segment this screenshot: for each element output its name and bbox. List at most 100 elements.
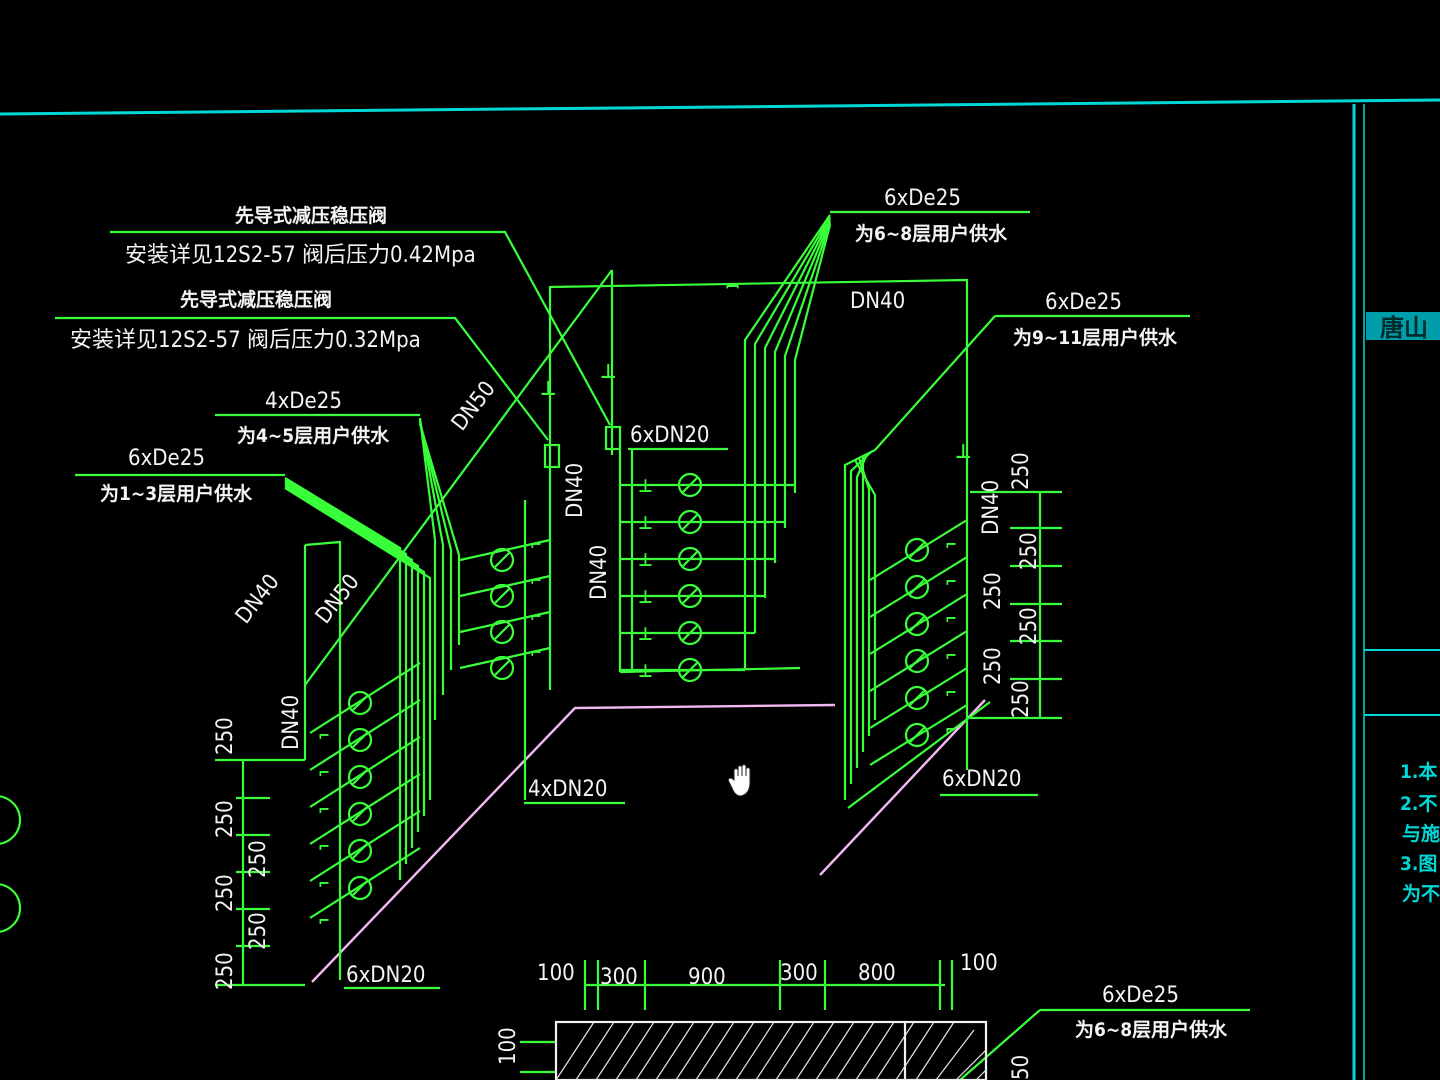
dim-800: 800 (858, 961, 896, 986)
hatch-line (795, 1021, 835, 1080)
gate-valve-icon: ⊥ (638, 624, 653, 645)
hatch-line (555, 1021, 595, 1080)
meter-slash (352, 695, 368, 711)
dim-250: 250 (1009, 452, 1034, 490)
gate-valve-icon: ⌐ (945, 720, 957, 739)
pipe-bundle-4-5 (418, 417, 461, 720)
gate-valve-icon: ⊥ (638, 587, 653, 608)
supply-pipe (284, 479, 408, 864)
pipe-dn50-diag: DN50 (447, 377, 501, 436)
gate-valve-icon: ⌐ (318, 726, 330, 745)
gate-valve-icon: ⌐ (945, 535, 957, 554)
valve-title-2: 先导式减压稳压阀 (180, 288, 332, 311)
supply-bottom-size: 6xDe25 (1102, 983, 1179, 1008)
pipe-dn40-top: DN40 (850, 289, 905, 314)
hatch-line (635, 1021, 675, 1080)
meter-slash (682, 588, 698, 604)
meter-slash (494, 588, 510, 604)
water-meter-icon (677, 583, 703, 609)
gate-valve-icon: ⌐ (530, 535, 542, 554)
supply-678-size: 6xDe25 (884, 186, 961, 211)
meter-slash (909, 653, 925, 669)
hatch-line (615, 1021, 655, 1080)
side-note-1: 1.本 (1400, 760, 1437, 783)
gate-valve-icon: ⌐ (945, 572, 957, 591)
water-meter-icon (347, 838, 373, 864)
supply-pipe (284, 483, 420, 832)
valve-icon (604, 425, 622, 451)
hatch-line (655, 1021, 695, 1080)
meter-slash (909, 579, 925, 595)
meter-6dn20-top: 6xDN20 (630, 423, 710, 448)
supply-45-desc: 为4~5层用户供水 (237, 424, 390, 447)
hatch-line (935, 1029, 975, 1080)
meter-group-right: ⌐⌐⌐⌐⌐⌐ (869, 519, 968, 766)
meter-slash (909, 727, 925, 743)
hatch-line (715, 1021, 755, 1080)
dim-50: 50 (1009, 1055, 1034, 1080)
water-meter-icon (904, 648, 930, 674)
supply-45-size: 4xDe25 (265, 389, 342, 414)
gate-valve-icon: ⌐ (530, 643, 542, 662)
water-meter-icon (347, 727, 373, 753)
hatch-line (875, 1021, 915, 1080)
gate-valve-icon: ⊥ (638, 513, 653, 534)
meter-slash (494, 624, 510, 640)
supply-bottom-desc: 为6~8层用户供水 (1075, 1018, 1228, 1041)
meter-slash (909, 690, 925, 706)
dimension-left (215, 758, 305, 987)
meter-group-mid: ⌐⌐⌐⌐ (459, 455, 552, 800)
dim-100v: 100 (496, 1027, 521, 1065)
supply-pipe (763, 218, 831, 598)
supply-9to11-desc: 为9~11层用户供水 (1013, 326, 1178, 349)
valve-detail-1: 安装详见12S2-57 阀后压力0.42Mpa (125, 243, 476, 268)
supply-pipe (284, 485, 426, 816)
water-meter-icon (904, 685, 930, 711)
main-pipe-network (55, 210, 1250, 1080)
supply-123-size: 6xDe25 (128, 446, 205, 471)
water-meter-icon (904, 722, 930, 748)
side-note-3: 3.图 (1400, 853, 1437, 875)
supply-pipe (857, 457, 871, 736)
supply-pipe (773, 220, 832, 563)
supply-123-desc: 为1~3层用户供水 (100, 482, 253, 505)
meter-slash (352, 769, 368, 785)
dim-250: 250 (213, 717, 238, 755)
supply-pipe (418, 417, 437, 720)
hatch-line (895, 1021, 935, 1080)
pipe-dn40-right: DN40 (979, 480, 1004, 535)
side-note-2b: 与施 (1402, 822, 1440, 845)
water-meter-icon (677, 509, 703, 535)
pipe-bundle-9-11 (843, 449, 991, 809)
valve-symbol: ꟷ (726, 277, 739, 296)
hatch (555, 1021, 987, 1080)
hand-pan-icon (727, 764, 751, 797)
dimension-right (970, 490, 1062, 720)
meter-group-top: ⊥⊥⊥⊥⊥⊥ (618, 450, 801, 683)
dim-900: 900 (688, 965, 726, 990)
meter-6dn20-left: 6xDN20 (346, 963, 426, 988)
valve-title-1: 先导式减压稳压阀 (235, 204, 387, 227)
water-meter-icon (677, 546, 703, 572)
meter-slash (352, 806, 368, 822)
dim-100a: 100 (537, 961, 575, 986)
valve-detail-2: 安装详见12S2-57 阀后压力0.32Mpa (70, 328, 421, 353)
hatch-line (675, 1021, 715, 1080)
dim-250: 250 (981, 572, 1006, 610)
gate-valve-icon: ⌐ (318, 911, 330, 930)
meter-slash (494, 552, 510, 568)
dim-250: 250 (1009, 680, 1034, 718)
dim-300b: 300 (780, 961, 818, 986)
gate-valve-icon: ⌐ (318, 763, 330, 782)
supply-pipe (843, 449, 876, 800)
dim-250: 250 (1017, 532, 1042, 570)
gate-valve-icon: ⌐ (318, 874, 330, 893)
meter-4dn20: 4xDN20 (528, 777, 608, 802)
gate-valve-icon: ⊥ (638, 476, 653, 497)
pipe-bundle-1-3 (284, 477, 432, 880)
water-meter-icon (677, 620, 703, 646)
gate-valve-icon: ⌐ (530, 571, 542, 590)
dim-250: 250 (213, 800, 238, 838)
side-notes: 1.本 2.不 与施 3.图 为不 (1400, 760, 1440, 905)
